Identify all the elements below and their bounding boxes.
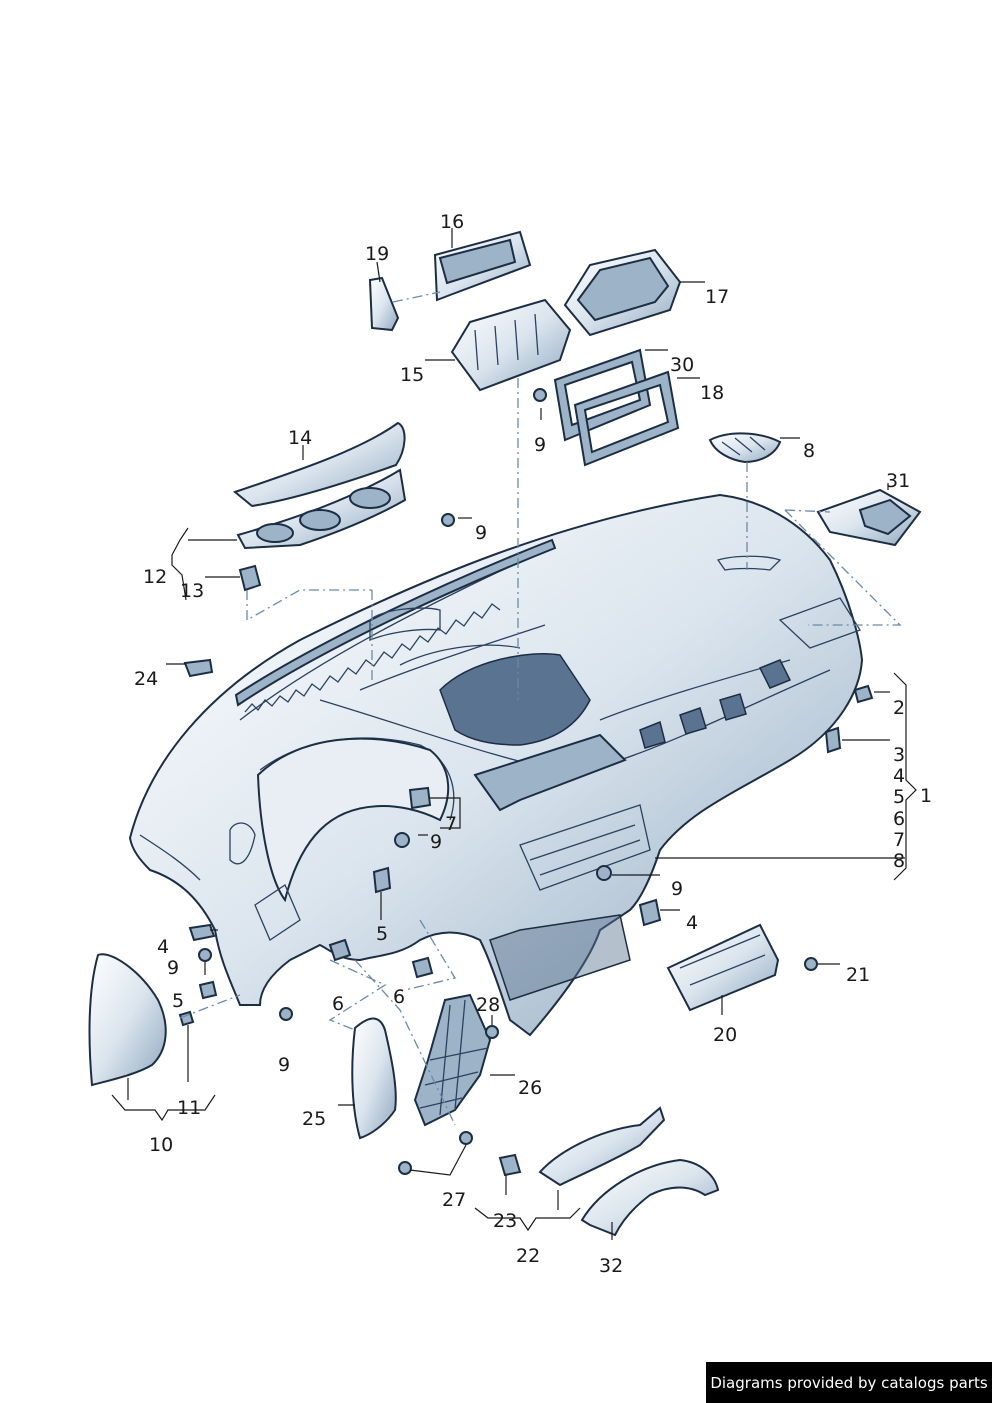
- callout-9-top: 9: [534, 434, 546, 456]
- control-module-part-20: [666, 923, 780, 1012]
- callout-15: 15: [400, 364, 424, 386]
- bracket-part-25: [351, 1017, 397, 1140]
- callout-1: 1: [920, 785, 932, 807]
- callout-6-mid: 6: [393, 986, 405, 1008]
- vent-housing-part-15: [450, 298, 572, 392]
- end-cap-part-10: [88, 953, 167, 1087]
- callout-3: 3: [893, 744, 905, 766]
- callout-2: 2: [893, 697, 905, 719]
- callout-5-left: 5: [172, 990, 184, 1012]
- display-housing-part-16: [433, 230, 532, 302]
- callout-7-right: 7: [893, 829, 905, 851]
- callout-19: 19: [365, 243, 389, 265]
- callout-9-left: 9: [167, 957, 179, 979]
- callout-8-vent: 8: [803, 440, 815, 462]
- callout-5-center: 5: [376, 923, 388, 945]
- callout-6-left: 6: [332, 993, 344, 1015]
- callout-16: 16: [440, 211, 464, 233]
- callout-13: 13: [180, 580, 204, 602]
- callout-labels: 16 19 17 30 15 18 9 8 14 31 9 12 13 24 2…: [134, 211, 932, 1277]
- trim-strip-part: [232, 421, 406, 508]
- cover-part-24: [183, 658, 214, 678]
- callout-9-upper: 9: [475, 522, 487, 544]
- callout-10: 10: [149, 1134, 173, 1156]
- callout-7-center: 7: [445, 813, 457, 835]
- alignment-lines: [179, 291, 902, 1126]
- callout-26: 26: [518, 1077, 542, 1099]
- callout-11: 11: [177, 1097, 201, 1119]
- callout-4-center: 4: [686, 912, 698, 934]
- callout-22: 22: [516, 1245, 540, 1267]
- callout-14: 14: [288, 427, 312, 449]
- clip-part-13: [238, 564, 262, 592]
- callout-4-left: 4: [157, 936, 169, 958]
- callout-12: 12: [143, 566, 167, 588]
- callout-20: 20: [713, 1024, 737, 1046]
- callout-32: 32: [599, 1255, 623, 1277]
- defroster-vent-teeth: [244, 603, 501, 713]
- frame-part-30: [553, 348, 652, 442]
- callout-24: 24: [134, 668, 158, 690]
- side-vent-part-31: [816, 488, 922, 547]
- leader-lines: [111, 228, 917, 1240]
- column-trim-part-22: [538, 1106, 666, 1187]
- dashboard-main-part: [128, 493, 864, 1037]
- callout-4-right: 4: [893, 765, 905, 787]
- callout-18: 18: [700, 382, 724, 404]
- credit-banner: Diagrams provided by catalogs parts: [706, 1362, 992, 1403]
- storage-box-part-17: [563, 248, 682, 337]
- support-grid-part-26: [413, 993, 492, 1127]
- fasteners-group: [178, 388, 874, 1175]
- callout-9-center: 9: [430, 831, 442, 853]
- callout-17: 17: [705, 286, 729, 308]
- callout-21: 21: [846, 964, 870, 986]
- display-frame-part-18: [573, 370, 680, 467]
- side-trim-part-19: [368, 276, 400, 332]
- callout-25: 25: [302, 1108, 326, 1130]
- callout-30: 30: [670, 354, 694, 376]
- callout-27: 27: [442, 1189, 466, 1211]
- callout-5-right: 5: [893, 786, 905, 808]
- instrument-trim-part: [236, 468, 407, 550]
- column-trim-part-32: [580, 1158, 720, 1237]
- callout-6-right: 6: [893, 808, 905, 830]
- callout-9-bottom: 9: [278, 1054, 290, 1076]
- callout-23: 23: [493, 1210, 517, 1232]
- callout-28: 28: [476, 994, 500, 1016]
- callout-31: 31: [886, 470, 910, 492]
- callout-9-right: 9: [671, 878, 683, 900]
- callout-8-right: 8: [893, 850, 905, 872]
- air-vent-part-8: [708, 432, 782, 464]
- clip-part-23: [498, 1153, 522, 1177]
